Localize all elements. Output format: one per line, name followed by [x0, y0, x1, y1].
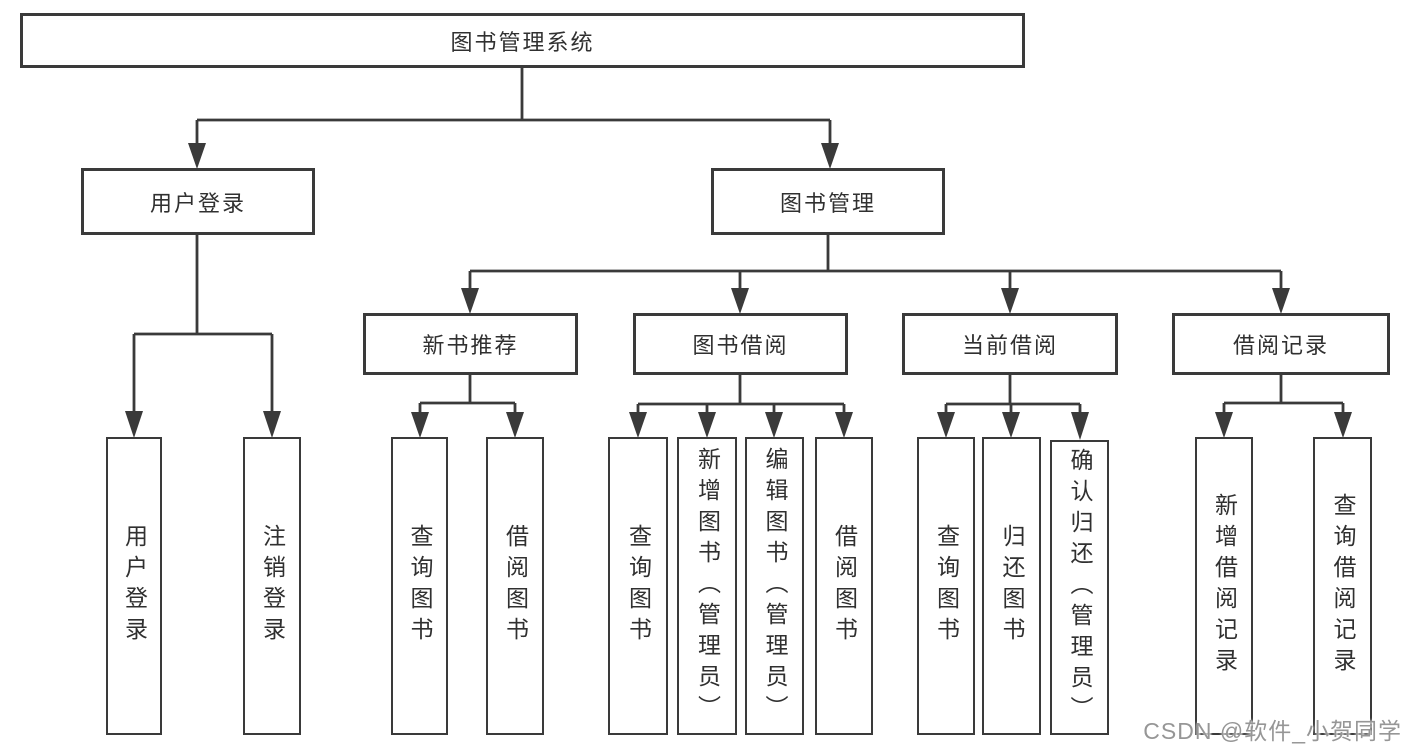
node-new-book-recommend: 新书推荐	[363, 313, 578, 375]
node-leaf-bb-borrow-books-label: 借阅图书	[831, 524, 858, 648]
node-book-borrow: 图书借阅	[633, 313, 848, 375]
node-leaf-nb-borrow-books: 借阅图书	[486, 437, 544, 735]
node-leaf-cb-return-books-label: 归还图书	[999, 524, 1025, 648]
node-leaf-logout: 注销登录	[243, 437, 301, 735]
node-leaf-nb-query-books: 查询图书	[391, 437, 448, 735]
connector-user-login-group	[125, 235, 281, 438]
node-book-management-label: 图书管理	[779, 190, 876, 216]
node-leaf-br-query-record-label: 查询借阅记录	[1330, 493, 1356, 679]
node-leaf-user-login: 用户登录	[106, 437, 162, 735]
node-leaf-nb-borrow-books-label: 借阅图书	[502, 524, 529, 648]
node-leaf-br-add-record: 新增借阅记录	[1195, 437, 1253, 735]
node-leaf-cb-return-books: 归还图书	[982, 437, 1041, 735]
node-leaf-nb-query-books-label: 查询图书	[407, 524, 433, 648]
node-new-book-recommend-label: 新书推荐	[422, 333, 519, 358]
connector-new-book-group	[411, 375, 524, 438]
watermark: CSDN @软件_小贺同学	[1143, 718, 1402, 744]
node-borrow-records-label: 借阅记录	[1232, 333, 1329, 358]
connector-borrow-record-group	[1215, 375, 1352, 438]
node-current-borrow: 当前借阅	[902, 313, 1118, 375]
node-leaf-bb-borrow-books: 借阅图书	[815, 437, 873, 735]
node-leaf-bb-add-books-admin-label: 新增图书（管理员）	[694, 446, 721, 726]
node-leaf-bb-query-books-label: 查询图书	[625, 524, 652, 648]
node-current-borrow-label: 当前借阅	[961, 333, 1058, 358]
node-leaf-bb-query-books: 查询图书	[608, 437, 668, 735]
node-leaf-bb-edit-books-admin: 编辑图书（管理员）	[745, 437, 804, 735]
node-leaf-cb-confirm-return-admin-label: 确认归还（管理员）	[1067, 448, 1093, 727]
node-leaf-br-query-record: 查询借阅记录	[1313, 437, 1372, 735]
node-user-login-label: 用户登录	[149, 190, 246, 216]
node-leaf-logout-label: 注销登录	[259, 524, 286, 648]
node-leaf-user-login-label: 用户登录	[121, 524, 148, 648]
connector-book-management-to-level3	[461, 235, 1290, 314]
connector-current-borrow-group	[937, 375, 1089, 440]
connector-book-borrow-group	[629, 375, 853, 438]
node-root-label: 图书管理系统	[450, 29, 595, 55]
node-borrow-records: 借阅记录	[1172, 313, 1390, 375]
node-leaf-bb-add-books-admin: 新增图书（管理员）	[677, 437, 737, 735]
node-leaf-cb-confirm-return-admin: 确认归还（管理员）	[1050, 440, 1109, 735]
node-user-login: 用户登录	[81, 168, 315, 235]
node-leaf-cb-query-books: 查询图书	[917, 437, 975, 735]
node-book-management: 图书管理	[711, 168, 945, 235]
connector-root-to-level2	[188, 68, 839, 169]
node-root-system: 图书管理系统	[20, 13, 1025, 68]
node-leaf-bb-edit-books-admin-label: 编辑图书（管理员）	[762, 446, 788, 726]
node-leaf-br-add-record-label: 新增借阅记录	[1211, 493, 1238, 679]
node-leaf-cb-query-books-label: 查询图书	[933, 524, 960, 648]
node-book-borrow-label: 图书借阅	[692, 333, 789, 358]
